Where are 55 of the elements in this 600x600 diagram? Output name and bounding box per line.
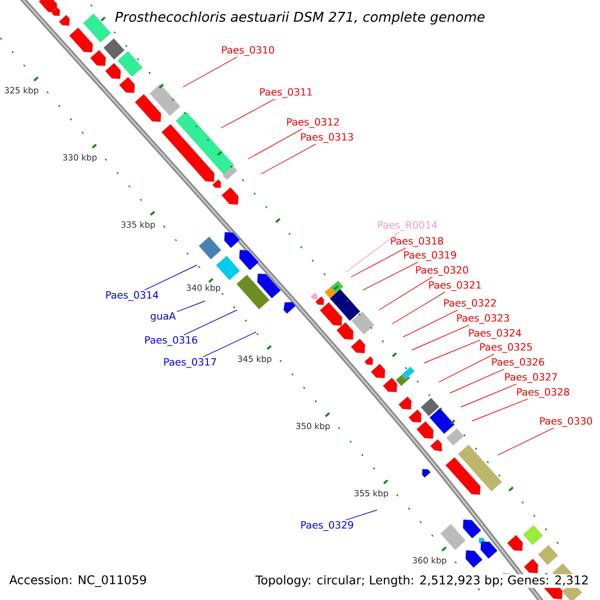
gene-label: Paes_0321 (429, 281, 481, 291)
leader-line (362, 262, 418, 290)
leader-line (346, 232, 400, 272)
leader-line (346, 510, 378, 520)
leader-line (450, 368, 505, 394)
gene-label: Paes_0325 (480, 343, 532, 353)
scale-label: 340 kbp (186, 284, 220, 293)
genome-info-text: Topology: circular; Length: 2,512,923 bp; Genes: 2,312 (254, 574, 590, 588)
leader-line (176, 300, 206, 312)
gene-label: Paes_0310 (222, 46, 274, 56)
scale-label: 325 kbp (4, 86, 38, 96)
scale-label: 360 kbp (412, 556, 446, 566)
leader-line (460, 384, 517, 408)
gene-label: guaA (150, 312, 176, 322)
leader-line (248, 128, 302, 160)
gene-label: Paes_0316 (145, 336, 198, 346)
leader-line (392, 292, 446, 324)
gene-label: Paes_0328 (517, 388, 570, 398)
gene-label: Paes_0329 (301, 521, 354, 531)
title: Prosthecochloris aestuarii DSM 271, complete genome (115, 11, 485, 25)
leader-line (402, 310, 458, 338)
gene-label: Paes_0324 (469, 329, 522, 339)
scale-label: 335 kbp (121, 221, 155, 230)
gene-label: Paes_0327 (505, 373, 557, 383)
gene-label: Paes_0319 (404, 251, 456, 261)
leader-line (220, 98, 276, 128)
gene-label: Paes_0313 (301, 133, 353, 143)
gene-label: Paes_0322 (444, 299, 496, 309)
leader-line (144, 264, 198, 290)
scale-label: 355 kbp (354, 490, 388, 498)
leader-line (350, 248, 406, 278)
gene-label: Paes_0323 (457, 314, 509, 324)
accession-text: Accession: NC_011059 (9, 575, 146, 587)
leader-line (378, 276, 432, 310)
leader-line (412, 324, 470, 350)
scale-label: 345 kbp (238, 356, 272, 364)
gene-label: Paes_R0014 (378, 221, 438, 231)
gene-label: Paes_0317 (164, 358, 216, 368)
gene-label: Paes_0326 (492, 358, 544, 368)
gene-label: Paes_0311 (260, 88, 312, 98)
leader-line (498, 428, 554, 456)
gene-label: Paes_0318 (391, 237, 444, 247)
leader-line (184, 310, 238, 336)
scale-label: 350 kbp (296, 422, 330, 431)
leader-line (260, 144, 316, 174)
scale-label: 330 kbp (63, 154, 97, 162)
gene-label: Paes_0330 (540, 417, 592, 427)
leader-line (202, 332, 256, 358)
leader-line (182, 56, 238, 88)
gene-label: Paes_0314 (106, 291, 158, 301)
gene-label: Paes_0320 (416, 266, 468, 276)
leader-line (424, 340, 480, 364)
leader-line (472, 398, 528, 422)
gene-label: Paes_0312 (287, 118, 339, 128)
leader-line (438, 354, 494, 382)
